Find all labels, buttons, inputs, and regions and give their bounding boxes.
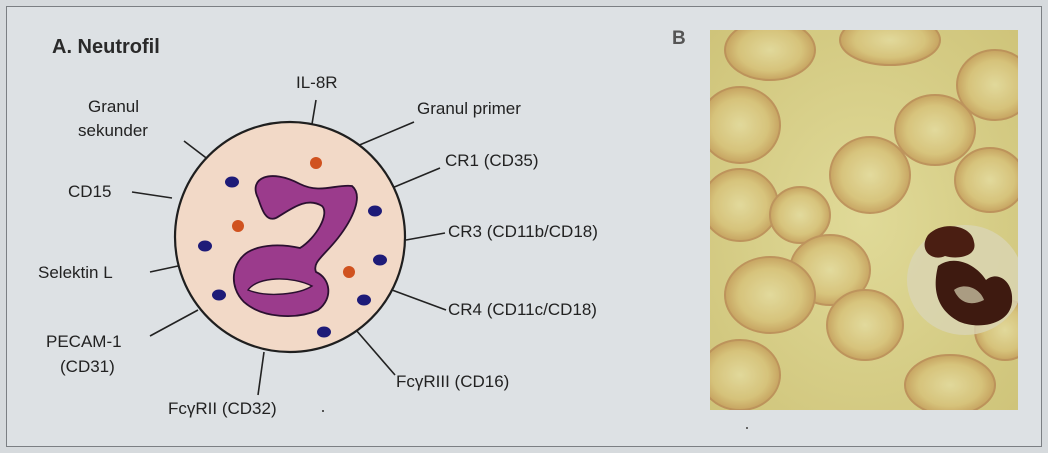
label-il8r: IL-8R <box>296 73 338 92</box>
micrograph-art <box>710 30 1018 410</box>
label-pecam-line2: (CD31) <box>60 357 115 376</box>
label-cr1: CR1 (CD35) <box>445 151 539 170</box>
label-fcriii: FcγRIII (CD16) <box>396 372 510 391</box>
granule-primary <box>310 157 322 169</box>
label-fcrii: FcγRII (CD32) <box>168 399 277 418</box>
label-pecam-line1: PECAM-1 <box>46 332 122 351</box>
label-granul-sekunder-line2: sekunder <box>78 121 148 140</box>
cell-membrane <box>173 120 407 354</box>
leader-il8r <box>311 99 317 125</box>
leader-fcriii <box>355 329 396 376</box>
nucleus-inner-lobe <box>246 278 314 295</box>
label-selektin: Selektin L <box>38 263 113 282</box>
panel-a-title: A. Neutrofil <box>52 36 160 58</box>
leader-fcrii <box>257 351 265 396</box>
label-granul-primer: Granul primer <box>417 99 521 118</box>
leader-cr1 <box>391 167 441 189</box>
leader-cd15 <box>131 191 173 199</box>
label-granul-sekunder-line1: Granul <box>88 97 140 116</box>
granule-primary <box>343 266 355 278</box>
granule-secondary <box>368 205 382 217</box>
stray-mark <box>322 410 324 412</box>
stray-mark <box>746 427 748 429</box>
granule-primary <box>232 220 244 232</box>
leader-cr3 <box>405 232 446 241</box>
panel-b-label: B <box>672 28 686 49</box>
leader-selektin <box>149 265 179 273</box>
primary-granules <box>232 157 355 278</box>
label-cr3: CR3 (CD11b/CD18) <box>448 222 598 241</box>
label-cd15: CD15 <box>68 182 112 201</box>
leader-pecam <box>149 309 199 337</box>
granule-secondary <box>317 326 331 338</box>
leader-cr4 <box>391 289 447 311</box>
secondary-granules <box>198 176 387 338</box>
granule-secondary <box>198 240 212 252</box>
blood-smear-micrograph <box>710 30 1018 410</box>
label-cr4: CR4 (CD11c/CD18) <box>448 300 597 319</box>
granule-secondary <box>225 176 239 188</box>
granule-secondary <box>373 254 387 266</box>
leader-lines <box>131 99 447 396</box>
granule-secondary <box>357 294 371 306</box>
granule-secondary <box>212 289 226 301</box>
